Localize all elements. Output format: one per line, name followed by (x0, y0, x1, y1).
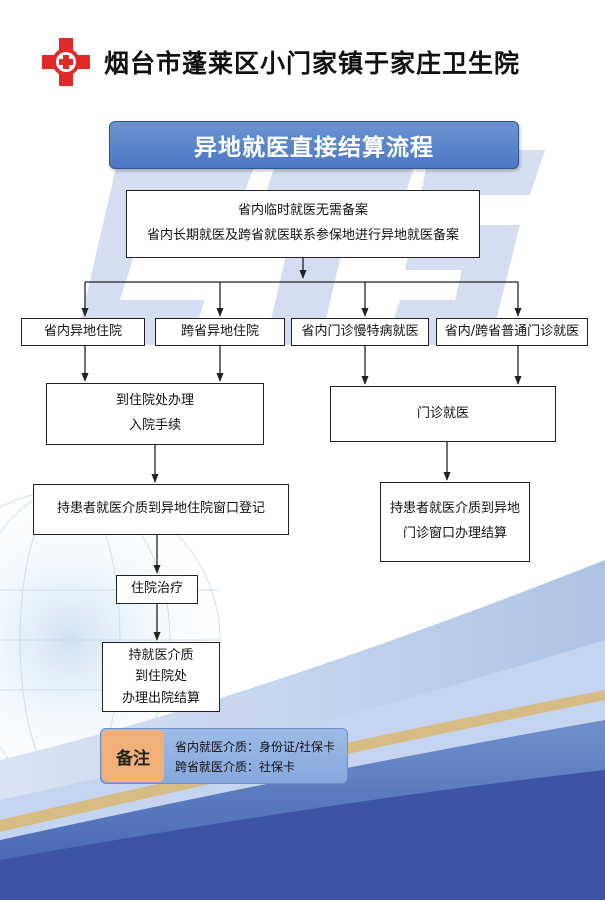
category-cross-province-inpatient: 跨省异地住院 (155, 318, 285, 346)
discharge-line-3: 办理出院结算 (121, 690, 200, 706)
discharge-box: 持就医介质 到住院处 办理出院结算 (102, 642, 220, 712)
outpatient-visit-box: 门诊就医 (330, 386, 556, 442)
red-cross-icon (42, 38, 90, 86)
outpatient-settle-line-2: 门诊窗口办理结算 (402, 526, 507, 541)
note-panel: 备注 省内就医介质：身份证/社保卡 跨省就医介质：社保卡 (100, 728, 348, 784)
admission-box: 到住院处办理 入院手续 (46, 383, 264, 445)
filing-line-1: 省内临时就医无需备案 (237, 203, 368, 219)
category-general-outpatient: 省内/跨省普通门诊就医 (436, 318, 588, 346)
discharge-line-1: 持就医介质 (128, 647, 194, 663)
filing-line-2: 省内长期就医及跨省就医联系参保地进行异地就医备案 (146, 228, 459, 243)
register-label: 持患者就医介质到异地住院窗口登记 (56, 501, 265, 517)
hospital-name: 烟台市蓬莱区小门家镇于家庄卫生院 (104, 49, 521, 78)
category-chronic-outpatient: 省内门诊慢特病就医 (291, 318, 429, 346)
treatment-label: 住院治疗 (130, 581, 183, 597)
admission-line-1: 到住院处办理 (115, 393, 194, 409)
treatment-box: 住院治疗 (116, 575, 198, 604)
outpatient-settle-line-1: 持患者就医介质到异地 (389, 501, 520, 517)
discharge-line-2: 到住院处 (134, 669, 187, 685)
note-line-2: 跨省就医介质：社保卡 (175, 760, 296, 774)
category-label: 跨省异地住院 (180, 323, 259, 339)
note-tag: 备注 (102, 730, 164, 782)
note-lines: 省内就医介质：身份证/社保卡 跨省就医介质：社保卡 (175, 737, 335, 777)
filing-box: 省内临时就医无需备案 省内长期就医及跨省就医联系参保地进行异地就医备案 (126, 190, 480, 258)
category-label: 省内异地住院 (43, 323, 122, 339)
category-label: 省内门诊慢特病就医 (301, 323, 419, 339)
header: 烟台市蓬莱区小门家镇于家庄卫生院 (40, 36, 520, 88)
note-line-1: 省内就医介质：身份证/社保卡 (175, 740, 336, 754)
flow-title-banner: 异地就医直接结算流程 (109, 121, 519, 169)
register-box: 持患者就医介质到异地住院窗口登记 (33, 484, 289, 535)
outpatient-settle-box: 持患者就医介质到异地 门诊窗口办理结算 (380, 482, 530, 562)
category-label: 省内/跨省普通门诊就医 (444, 323, 580, 339)
category-in-province-inpatient: 省内异地住院 (21, 318, 145, 346)
outpatient-visit-label: 门诊就医 (416, 405, 469, 421)
admission-line-2: 入院手续 (128, 418, 181, 433)
